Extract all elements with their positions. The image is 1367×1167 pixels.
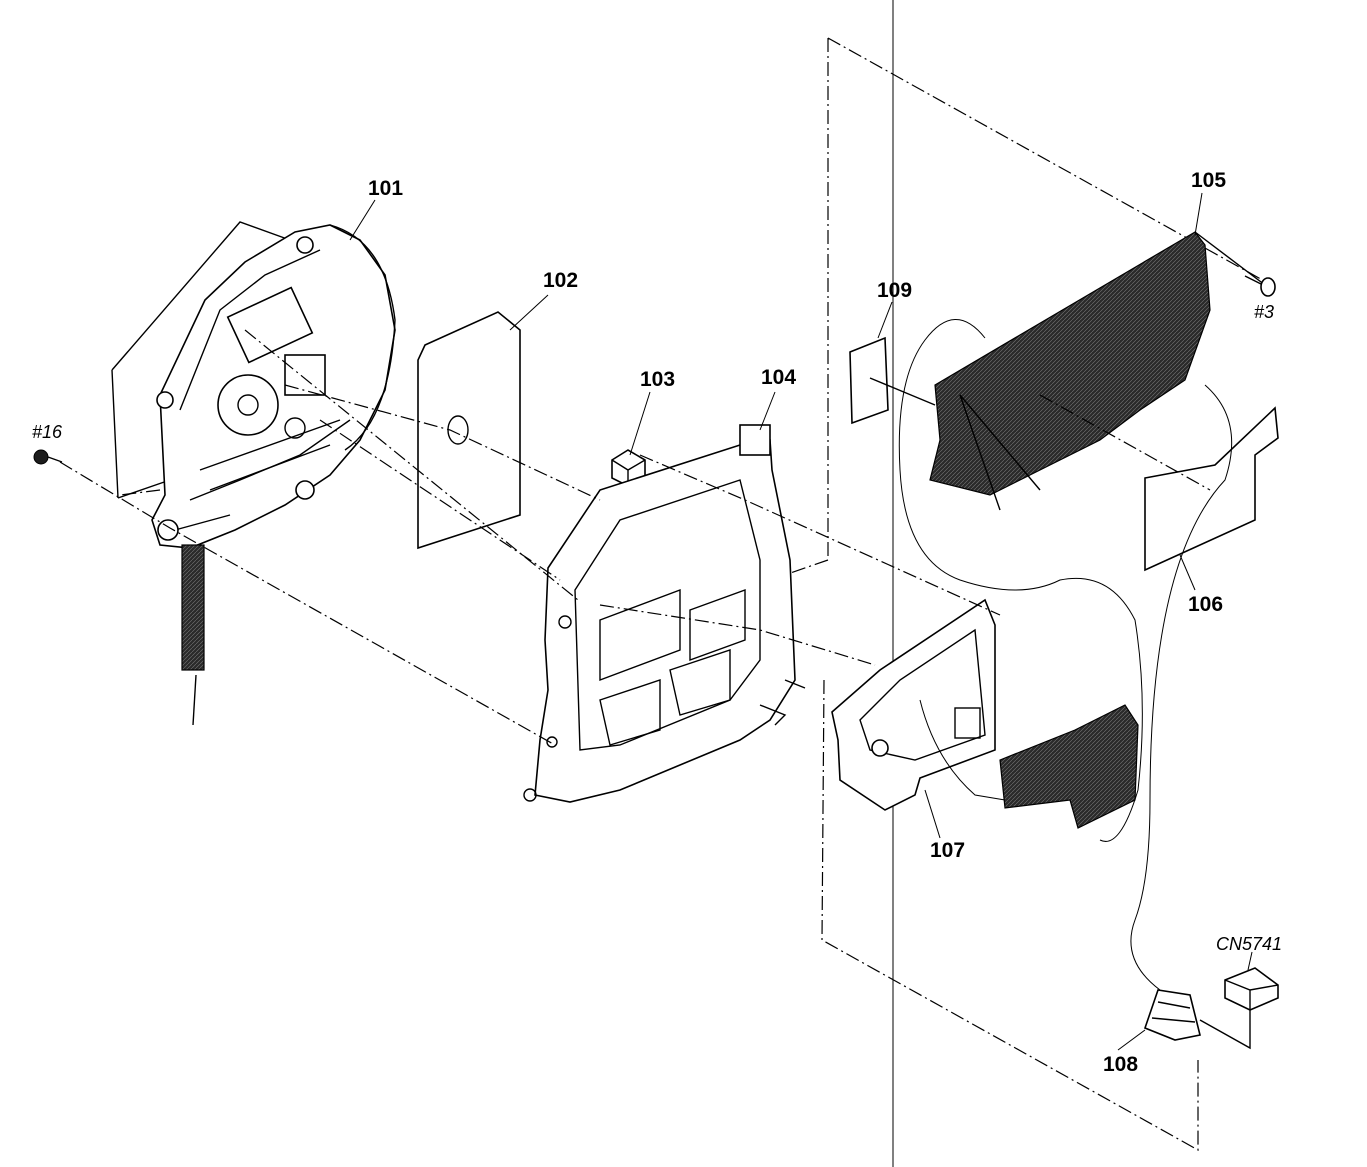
screw-16 xyxy=(33,449,63,465)
part-101-mechanism-deck xyxy=(111,221,396,549)
screw-3 xyxy=(1244,275,1276,297)
label-106: 106 xyxy=(1188,593,1224,616)
alignment-lines xyxy=(59,329,1211,746)
flex-cable-101 xyxy=(181,544,205,726)
label-104: 104 xyxy=(761,366,797,389)
label-cn5741: CN5741 xyxy=(1216,934,1283,954)
part-104-frame xyxy=(523,424,806,803)
label-109: 109 xyxy=(877,279,913,302)
label-103: 103 xyxy=(640,368,676,391)
leader-lines xyxy=(349,192,1253,1051)
connector-cn5741 xyxy=(1224,967,1279,1011)
label-screw-3: #3 xyxy=(1254,302,1275,322)
part-106-sheet xyxy=(1144,406,1279,572)
part-107-frame xyxy=(831,598,996,811)
part-109-sheet xyxy=(849,336,936,425)
label-108: 108 xyxy=(1103,1053,1139,1076)
part-108-connector xyxy=(1143,989,1251,1050)
label-101: 101 xyxy=(368,177,404,200)
flex-cable-107 xyxy=(999,704,1139,829)
wire-107 xyxy=(919,699,1006,801)
label-screw-16: #16 xyxy=(32,422,63,442)
label-107: 107 xyxy=(930,839,966,862)
part-105-board xyxy=(929,231,1266,511)
part-102-sheet xyxy=(417,311,521,550)
label-102: 102 xyxy=(543,269,579,292)
label-105: 105 xyxy=(1191,169,1227,192)
wire-loop xyxy=(898,319,1233,991)
